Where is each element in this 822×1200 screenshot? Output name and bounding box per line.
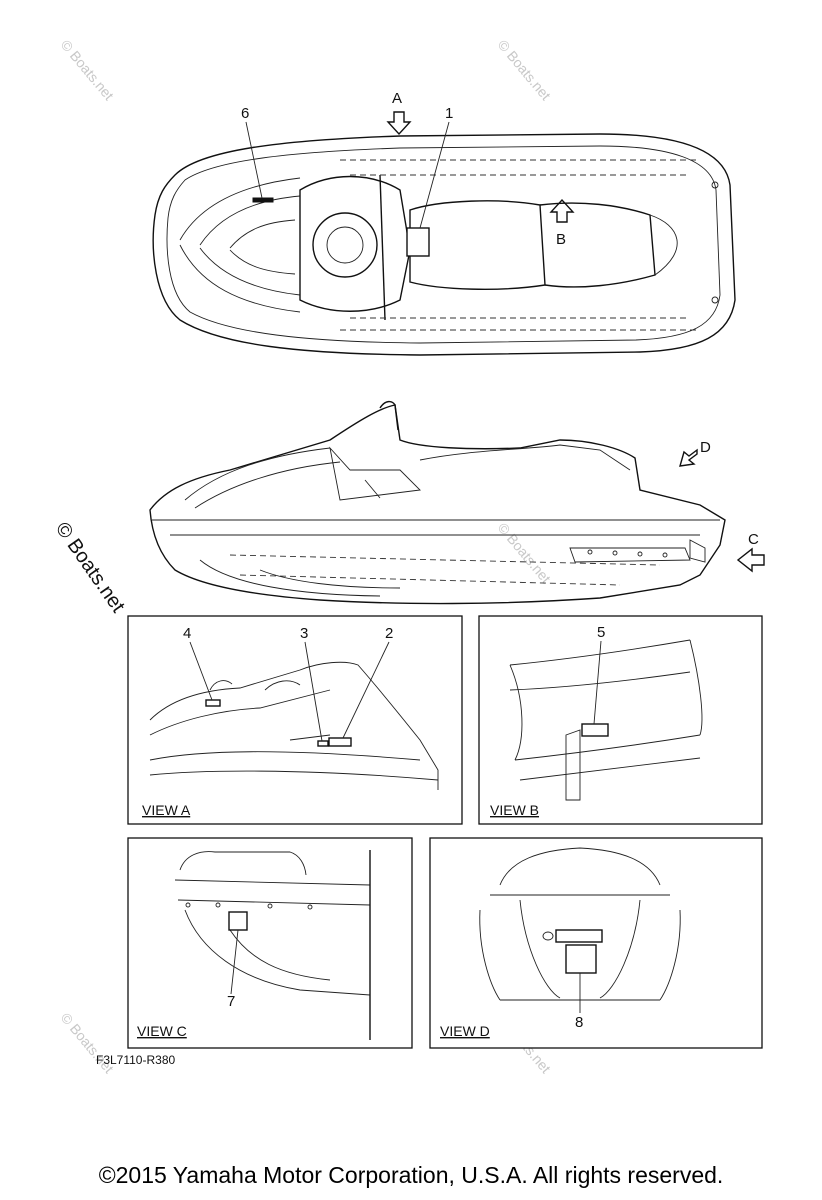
- callout-7: 7: [227, 993, 235, 1010]
- callout-3: 3: [300, 625, 308, 642]
- decal-2: [328, 737, 352, 747]
- decal-1: [406, 227, 430, 257]
- decal-7: [228, 911, 248, 931]
- callout-2: 2: [385, 625, 393, 642]
- callout-4: 4: [183, 625, 191, 642]
- figure-code: F3L7110-R380: [96, 1053, 175, 1067]
- view-arrow-d: D: [679, 439, 711, 467]
- decal-4: [205, 699, 221, 707]
- decal-3: [317, 740, 329, 747]
- callout-1: 1: [445, 105, 453, 122]
- watermark: © Boats.net: [58, 37, 117, 104]
- callout-8: 8: [575, 1014, 583, 1031]
- callout-5: 5: [597, 624, 605, 641]
- view-c-label: VIEW C: [137, 1023, 187, 1039]
- view-arrow-b: B: [549, 198, 575, 248]
- yamaha-logo-decal: [555, 929, 603, 943]
- view-arrow-c: C: [736, 531, 765, 573]
- decal-5: [581, 723, 609, 737]
- copyright-notice: ©2015 Yamaha Motor Corporation, U.S.A. A…: [98, 1162, 724, 1188]
- arrow-label-c: C: [748, 531, 759, 548]
- arrow-label-d: D: [700, 439, 711, 456]
- view-b-label: VIEW B: [490, 802, 539, 818]
- watermark: © Boats.net: [495, 520, 554, 587]
- arrow-label-a: A: [392, 90, 402, 107]
- watermark-dark: © Boats.net: [51, 518, 129, 617]
- view-a-label: VIEW A: [142, 802, 191, 818]
- top-view-callouts: 1 6: [241, 105, 453, 229]
- view-d-panel: 8 VIEW D: [429, 837, 763, 1049]
- view-d-label: VIEW D: [440, 1023, 490, 1039]
- decal-8: [565, 944, 597, 974]
- arrow-label-b: B: [556, 231, 566, 248]
- decal-6: [252, 197, 274, 203]
- view-b-panel: 5 VIEW B: [478, 615, 763, 825]
- side-view-watercraft: [149, 400, 726, 605]
- top-view-watercraft: [152, 133, 736, 356]
- view-a-panel: 4 3 2 VIEW A: [127, 615, 463, 825]
- callout-6: 6: [241, 105, 249, 122]
- view-arrow-a: A: [386, 90, 412, 136]
- view-c-panel: 7 VIEW C: [127, 837, 413, 1049]
- watermark: © Boats.net: [495, 37, 554, 104]
